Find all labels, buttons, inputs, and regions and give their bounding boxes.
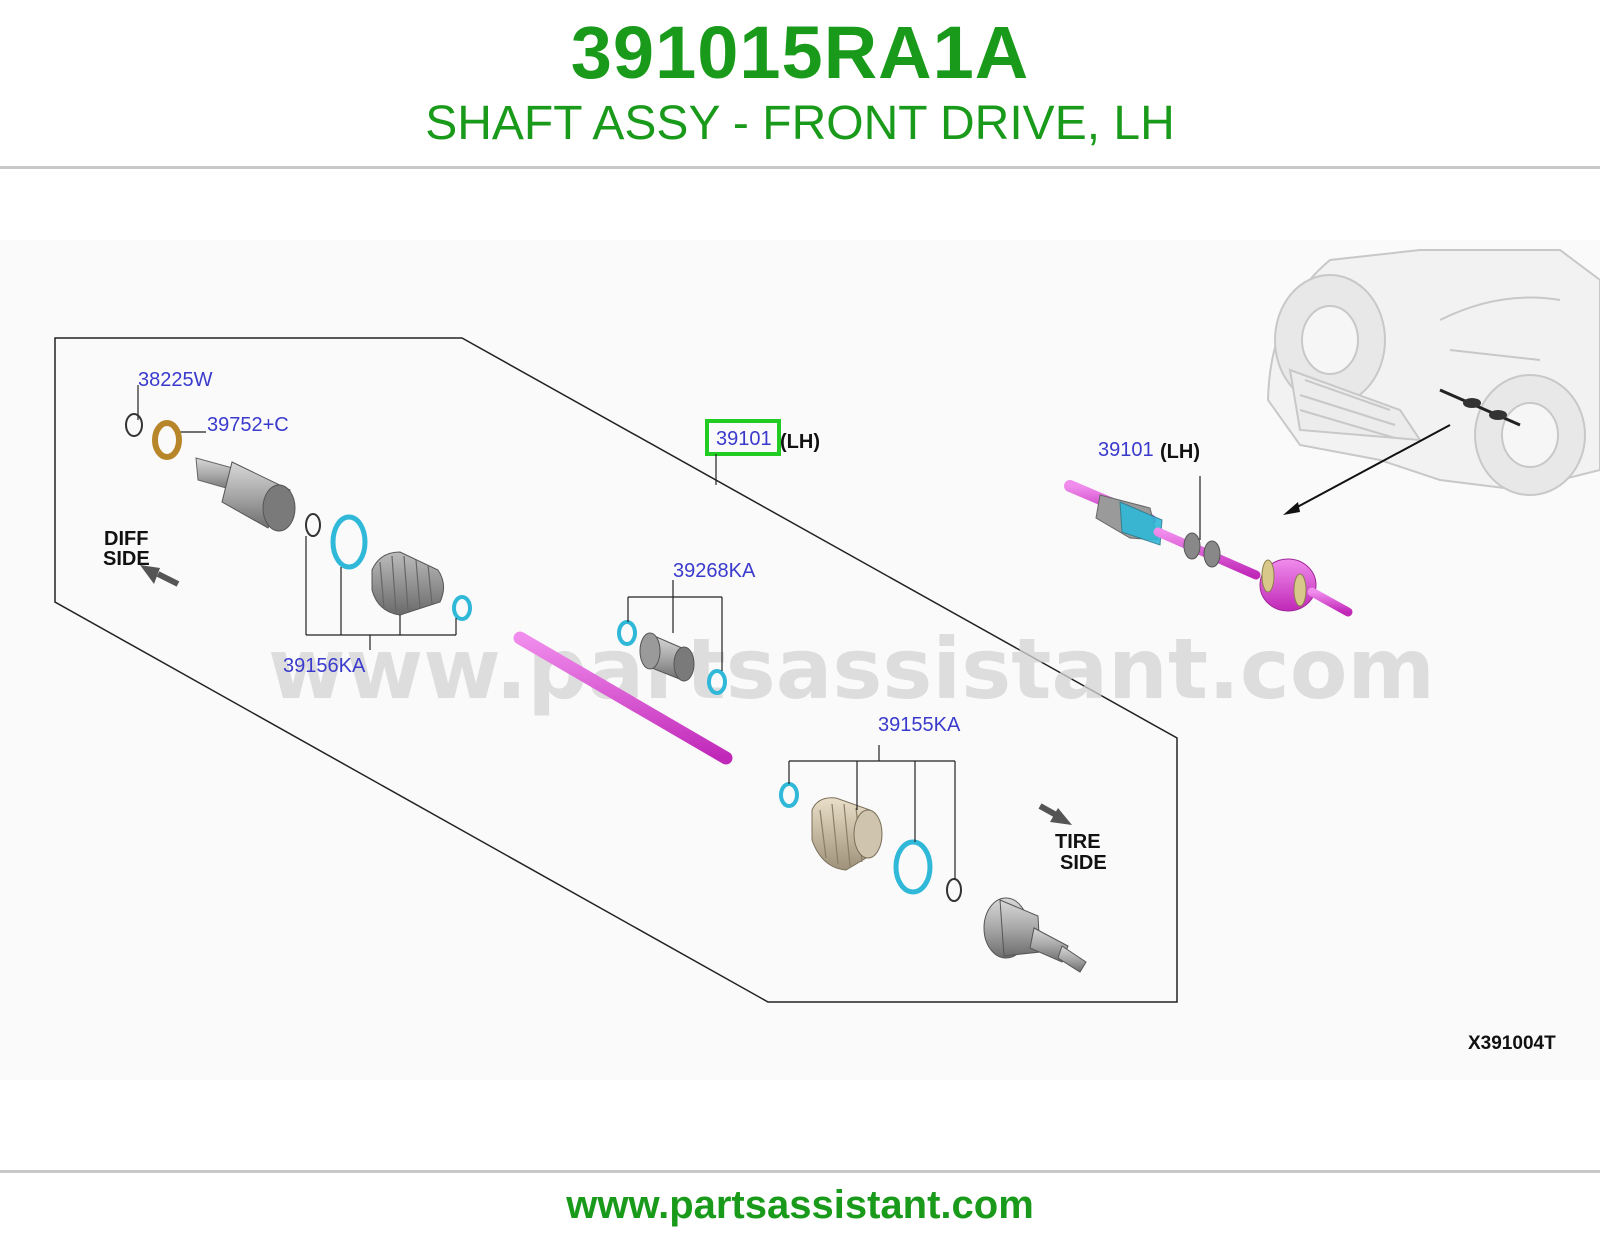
figure-code: X391004T: [1468, 1033, 1556, 1054]
callout-39101-right-side: (LH): [1160, 441, 1200, 463]
callout-39155ka[interactable]: 39155KA: [878, 714, 961, 736]
part-damper-39268ka: [617, 580, 727, 695]
callout-39156ka[interactable]: 39156KA: [283, 655, 366, 677]
diff-side-label-line2: SIDE: [103, 548, 150, 570]
part-boot-kit-39156ka: [305, 513, 472, 650]
exploded-view-frame: [54, 337, 1178, 1003]
tire-side-arrow: [1038, 803, 1072, 825]
callout-39101-main-side: (LH): [780, 431, 820, 453]
watermark-text: www.partsassistant.com: [268, 620, 1435, 718]
part-outer-joint: [983, 897, 1087, 973]
part-inner-joint-housing: [195, 457, 296, 532]
callout-39752c[interactable]: 39752+C: [207, 414, 289, 436]
vehicle-locator-image: [1266, 249, 1600, 496]
part-description: SHAFT ASSY - FRONT DRIVE, LH: [425, 97, 1175, 150]
callout-39101-main[interactable]: 39101: [716, 428, 772, 450]
part-ring-39752c: [152, 420, 206, 460]
part-number-title: 391015RA1A: [570, 11, 1030, 94]
part-assembled-shaft: [1064, 476, 1353, 617]
tire-side-label-line2: SIDE: [1060, 852, 1107, 874]
tire-side-label-line1: TIRE: [1055, 831, 1101, 853]
part-snap-ring-38225w: [125, 385, 143, 437]
diff-side-arrow: [140, 565, 180, 587]
callout-39101-right[interactable]: 39101: [1098, 439, 1154, 461]
callout-39268ka[interactable]: 39268KA: [673, 560, 756, 582]
parts-diagram: www.partsassistant.com 38225W 39752+C DI…: [0, 240, 1600, 1080]
footer-website-link[interactable]: www.partsassistant.com: [566, 1183, 1034, 1227]
part-shaft: [513, 631, 733, 765]
locator-arrowhead: [1283, 502, 1300, 515]
page-header: 391015RA1A SHAFT ASSY - FRONT DRIVE, LH: [0, 0, 1600, 168]
highlight-box-39101: [705, 419, 781, 456]
footer-divider: [0, 1170, 1600, 1173]
callout-38225w[interactable]: 38225W: [138, 369, 213, 391]
part-boot-kit-39155ka: [779, 745, 962, 902]
diff-side-label-line1: DIFF: [104, 528, 148, 550]
header-divider: [0, 166, 1600, 169]
locator-arrow: [1287, 424, 1451, 513]
